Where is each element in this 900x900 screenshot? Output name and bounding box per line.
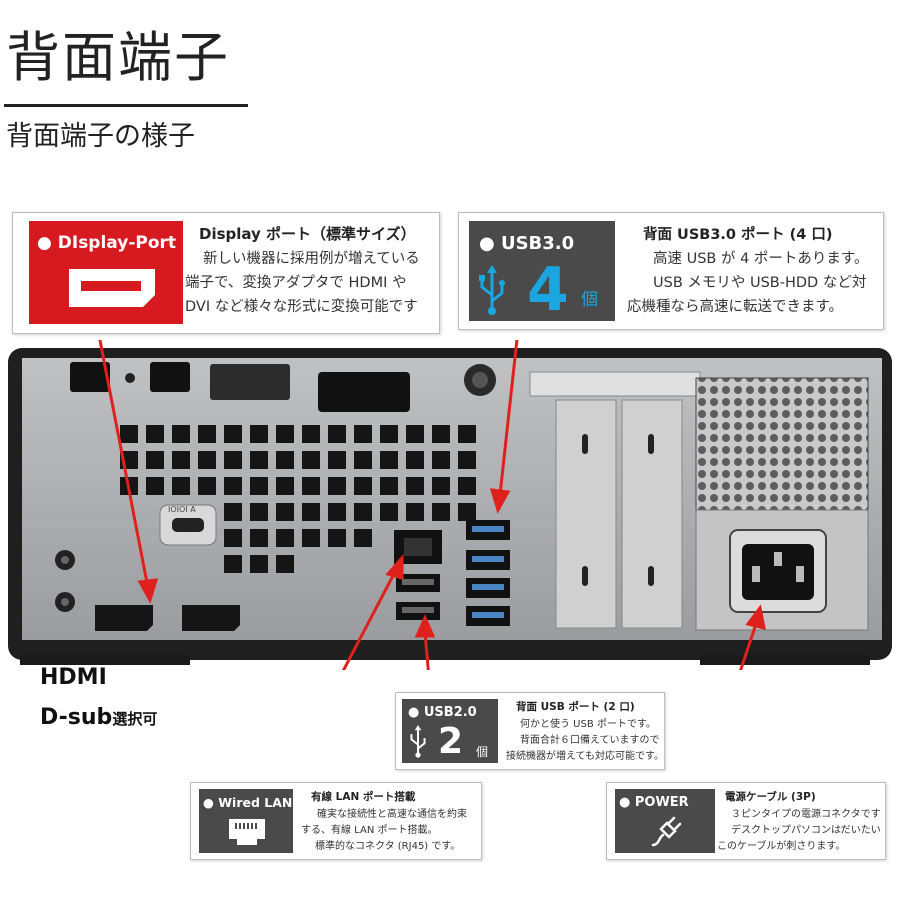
usb2-desc-line: 何かと使う USB ポートです。 [520, 719, 656, 730]
power-heading: 電源ケーブル (3P) [725, 791, 816, 803]
hdmi-option-note: HDMI [40, 665, 107, 690]
lan-badge: ● Wired LAN [199, 789, 293, 853]
usb3-desc-line: USB メモリや USB-HDD など対 [653, 275, 867, 291]
page-title: 背面端子 [6, 26, 230, 89]
lan-heading: 有線 LAN ポート搭載 [311, 791, 416, 803]
displayport-desc-line: 端子で、変換アダプタで HDMI や [185, 275, 407, 291]
power-plug-icon [651, 816, 682, 847]
usb2-heading: 背面 USB ポート (2 口) [516, 701, 635, 713]
callout-arrows [98, 340, 766, 670]
power-desc-line: このケーブルが刺さります。 [717, 841, 846, 852]
usb3-info-card: ● USB3.0 4 個 背面 USB3.0 ポート (4 口) 高速 USB … [458, 212, 884, 330]
usb2-badge-label: ● USB2.0 [408, 705, 477, 720]
title-underline [4, 104, 248, 107]
usb3-count: 4 [527, 255, 569, 325]
lan-desc-line: 確実な接続性と高速な通信を約束 [317, 809, 467, 820]
displayport-badge: ● DIsplay-Port [29, 221, 183, 324]
usb3-connectors [466, 520, 510, 626]
usb3-heading: 背面 USB3.0 ポート (4 口) [643, 227, 833, 243]
power-info-card: ● POWER 電源ケーブル (3P) ３ピンタイプの電源コネクタです デスクト… [606, 782, 886, 860]
displayport-connectors [95, 605, 240, 631]
usb-icon [479, 265, 505, 315]
vent-grid [120, 425, 476, 573]
lan-desc-line: する、有線 LAN ポート搭載。 [301, 825, 438, 836]
usb3-badge: ● USB3.0 4 個 [469, 221, 615, 325]
dsub-suffix: 選択可 [112, 710, 158, 728]
dsub-label: D-sub [40, 705, 113, 730]
usb2-badge: ● USB2.0 2 個 [402, 699, 498, 763]
displayport-heading: Display ポート（標準サイズ） [199, 225, 416, 243]
lan-badge-label: ● Wired LAN [203, 795, 293, 810]
power-badge: ● POWER [615, 789, 715, 853]
lan-info-card: ● Wired LAN 有線 LAN ポート搭載 確実な接続性と高速な通信を約束… [190, 782, 482, 860]
dsub-option-note: D-sub選択可 [40, 704, 157, 733]
usb2-count: 2 [438, 721, 464, 762]
port-label: IOIOI A [168, 505, 196, 514]
usb3-badge-label: ● USB3.0 [479, 233, 575, 254]
power-badge-label: ● POWER [619, 795, 689, 810]
lock-slot [318, 372, 410, 412]
displayport-desc-line: 新しい機器に採用例が増えている [203, 251, 420, 267]
lan-desc-line: 標準的なコネクタ (RJ45) です。 [315, 841, 461, 852]
displayport-desc-line: DVI など様々な形式に変換可能です [185, 299, 418, 315]
pc-rear-panel: IOIOI A [8, 340, 892, 670]
displayport-info-card: ● DIsplay-Port Display ポート（標準サイズ） 新しい機器に… [12, 212, 440, 334]
usb2-desc-line: 背面合計６口備えていますので [520, 735, 660, 746]
usb2-count-unit: 個 [476, 745, 489, 759]
usb3-desc-line: 応機種なら高速に転送できます。 [627, 299, 844, 315]
usb2-info-card: ● USB2.0 2 個 背面 USB ポート (2 口) 何かと使う USB … [395, 692, 665, 770]
ethernet-port-icon [229, 819, 265, 845]
page-subtitle: 背面端子の様子 [6, 121, 195, 152]
usb3-desc-line: 高速 USB が 4 ポートあります。 [653, 251, 869, 267]
usb-icon [410, 725, 426, 758]
usb2-desc-line: 接続機器が増えても対応可能です。 [506, 751, 664, 762]
displayport-badge-label: ● DIsplay-Port [37, 233, 177, 253]
power-desc-line: ３ピンタイプの電源コネクタです [731, 809, 881, 820]
psu-fan-grille [695, 377, 869, 511]
displayport-icon [69, 269, 155, 307]
usb3-count-unit: 個 [581, 290, 598, 310]
power-desc-line: デスクトップパソコンはだいたい [731, 825, 881, 836]
